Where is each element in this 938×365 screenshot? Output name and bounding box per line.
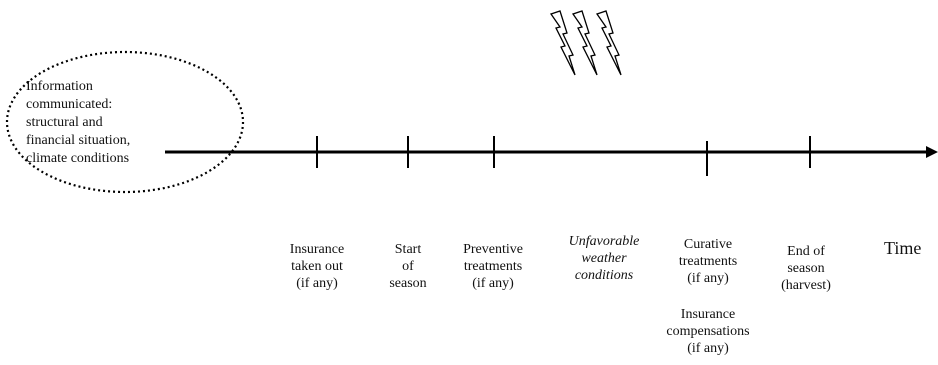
info-line: financial situation, [26, 133, 131, 148]
info-ellipse [5, 50, 245, 194]
event-label-line: Unfavorable [568, 234, 640, 249]
event-label-line: season [787, 261, 825, 276]
event-label-line: Preventive [463, 242, 523, 257]
event-label-line: (if any) [687, 341, 729, 356]
event-label-line: (if any) [687, 271, 729, 286]
event-label-line: treatments [463, 259, 523, 274]
lightning-bolt-icon [595, 10, 622, 76]
event-preventive-treatments: Preventive treatments (if any) [448, 241, 538, 292]
event-unfavorable-weather: Unfavorable weather conditions [554, 233, 654, 284]
event-insurance-taken-out: Insurance taken out (if any) [274, 241, 360, 292]
event-label-line: of [402, 259, 414, 274]
event-label-line: treatments [678, 254, 738, 269]
event-label-line: compensations [666, 324, 750, 339]
event-curative-treatments: Curative treatments (if any) [666, 236, 750, 287]
timeline-arrowhead [926, 146, 938, 158]
event-label-line: conditions [574, 268, 634, 283]
time-axis-label: Time [884, 238, 922, 258]
event-label-line: Curative [683, 237, 733, 252]
event-label-line: Start [394, 242, 422, 257]
event-end-of-season: End of season (harvest) [766, 243, 846, 294]
info-line: communicated: [26, 97, 113, 112]
info-communicated-text: Information communicated: structural and… [26, 78, 206, 168]
event-label-line: (if any) [472, 276, 514, 291]
event-label-line: (if any) [296, 276, 338, 291]
event-label-line: Insurance [289, 242, 345, 257]
lightning-bolt-icon [571, 10, 598, 76]
event-insurance-compensations: Insurance compensations (if any) [656, 306, 760, 357]
event-label-line: End of [787, 244, 825, 259]
info-line: climate conditions [26, 151, 130, 166]
event-start-of-season: Start of season [378, 241, 438, 292]
event-label-line: (harvest) [781, 278, 831, 293]
info-line: structural and [26, 115, 103, 130]
event-label-line: Insurance [680, 307, 736, 322]
event-label-line: weather [581, 251, 627, 266]
event-label-line: taken out [291, 259, 343, 274]
event-label-line: season [389, 276, 427, 291]
lightning-bolt-icon [549, 10, 576, 76]
info-line: Information [26, 79, 93, 94]
